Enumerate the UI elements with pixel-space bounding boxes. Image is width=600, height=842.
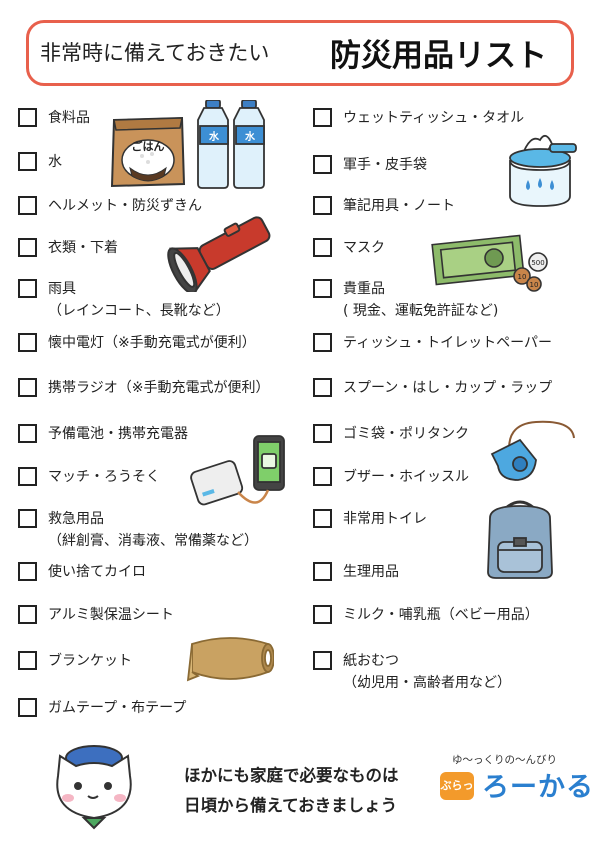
footer-line-2: 日頃から備えておきましょう [184,796,398,815]
wet-tissue-illustration [509,134,577,207]
title-frame [26,20,574,86]
item-label: 水 [48,154,62,170]
item-label: 非常用トイレ [343,511,427,527]
water-label: 水 [208,130,220,143]
checkbox[interactable] [18,605,37,624]
checkbox[interactable] [18,108,37,127]
item-label: 貴重品 [343,281,385,297]
item-label: 使い捨てカイロ [48,564,146,580]
checkbox[interactable] [18,279,37,298]
checkbox[interactable] [18,424,37,443]
item-label: ミルク・哺乳瓶（ベビー用品） [343,607,539,623]
item-label: マスク [343,240,385,256]
page-subtitle: 非常時に備えておきたい [40,41,270,65]
money-illustration: 500 10 10 [431,234,548,292]
checkbox[interactable] [313,562,332,581]
checkbox[interactable] [18,378,37,397]
item-note: ( 現金、運転免許証など) [343,303,499,319]
item-label: ガムテープ・布テープ [48,700,187,716]
checkbox[interactable] [313,108,332,127]
mascot-illustration [56,745,132,830]
item-label: スプーン・はし・カップ・ラップ [343,380,553,396]
brand-logo: ろーかる [482,772,594,803]
flashlight-illustration [167,216,271,292]
checkbox[interactable] [313,279,332,298]
rice-bag-label: ごはん [132,139,165,153]
charger-illustration [190,435,285,506]
item-label: 筆記用具・ノート [343,198,455,214]
checkbox[interactable] [313,378,332,397]
checkbox[interactable] [313,467,332,486]
checkbox[interactable] [18,651,37,670]
item-label: ブランケット [48,653,132,669]
item-label: 食料品 [48,110,90,126]
tape-roll-illustration [186,637,274,682]
coin-label: 500 [531,259,544,267]
coin-label: 10 [518,273,527,281]
rice-bag-illustration: ごはん [110,116,186,188]
brand-tagline: ゆ～っくりの～んびり [452,754,557,766]
item-label: 衣類・下着 [48,240,118,256]
checkbox[interactable] [313,509,332,528]
checkbox[interactable] [313,651,332,670]
item-label: 携帯ラジオ（※手動充電式が便利） [48,380,270,396]
water-label: 水 [244,130,256,143]
item-label: ウェットティッシュ・タオル [343,110,525,126]
item-label: アルミ製保温シート [48,607,174,623]
item-label: 予備電池・携帯充電器 [48,426,188,442]
coin-label: 10 [530,281,539,289]
item-note: （幼児用・高齢者用など） [343,675,511,691]
whistle-illustration [490,420,575,481]
checkbox[interactable] [18,196,37,215]
item-note: （絆創膏、消毒液、常備薬など） [48,533,258,549]
item-label: 生理用品 [343,564,399,580]
checkbox[interactable] [313,155,332,174]
checkbox[interactable] [313,424,332,443]
item-label: 軍手・皮手袋 [343,157,427,173]
checkbox[interactable] [18,333,37,352]
checkbox[interactable] [18,562,37,581]
checkbox[interactable] [18,152,37,171]
water-bottles-illustration: 水 水 [197,100,265,189]
item-label: ティッシュ・トイレットペーパー [343,335,553,351]
item-label: 紙おむつ [343,653,399,669]
page-title: 防災用品リスト [330,38,547,74]
checkbox[interactable] [18,509,37,528]
item-label: マッチ・ろうそく [48,469,160,485]
item-label: 懐中電灯（※手動充電式が便利） [48,335,256,351]
checkbox[interactable] [18,238,37,257]
item-label: ブザー・ホイッスル [343,469,469,485]
item-label: 雨具 [48,281,76,297]
checkbox[interactable] [18,467,37,486]
item-label: ヘルメット・防災ずきん [48,198,202,214]
item-label: ゴミ袋・ポリタンク [343,426,469,442]
backpack-illustration [487,500,553,579]
item-note: （レインコート、長靴など） [48,303,230,319]
footer-line-1: ほかにも家庭で必要なものは [184,766,399,785]
checkbox[interactable] [18,698,37,717]
brand-prefix: ぶらっと [440,772,474,820]
checkbox[interactable] [313,333,332,352]
checkbox[interactable] [313,196,332,215]
item-label: 救急用品 [48,511,104,527]
checkbox[interactable] [313,605,332,624]
checkbox[interactable] [313,238,332,257]
